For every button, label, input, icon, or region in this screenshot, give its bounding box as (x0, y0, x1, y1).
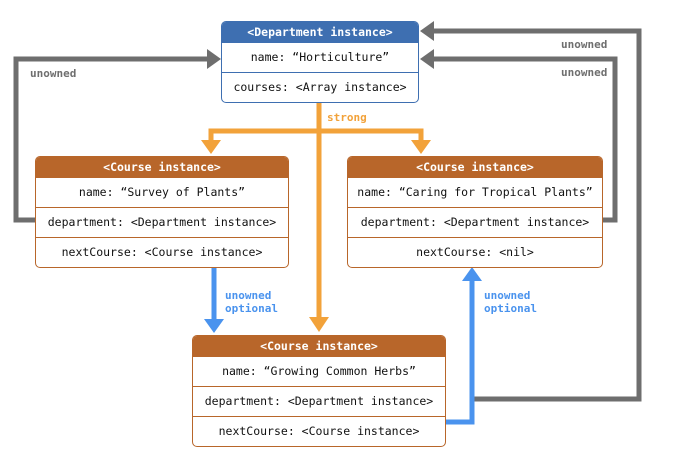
course-bottom-department-row: department: <Department instance> (193, 386, 445, 416)
course-bottom-header: <Course instance> (193, 336, 445, 357)
unowned-label-right: unowned (561, 66, 608, 79)
unowned-optional-arrowhead-up (462, 267, 482, 281)
course-bottom-nextcourse-row: nextCourse: <Course instance> (193, 416, 445, 446)
unowned-optional-arrow-bottom-to-right (446, 280, 475, 425)
unowned-optional-label-left-line2: optional (225, 302, 278, 315)
unowned-arrow-left-course-to-department (13, 56, 208, 223)
strong-arrowhead-left (201, 140, 221, 154)
strong-arrowhead-bottom (309, 317, 329, 332)
department-instance-box: <Department instance> name: “Horticultur… (221, 21, 419, 103)
unowned-arrowhead-top (420, 21, 434, 41)
strong-arrow-to-left-course (208, 128, 319, 141)
course-left-nextcourse-row: nextCourse: <Course instance> (36, 237, 288, 267)
unowned-optional-label-right-line2: optional (484, 302, 537, 315)
course-left-header: <Course instance> (36, 157, 288, 178)
unowned-optional-label-right: unowned optional (484, 289, 537, 315)
course-left-department-row: department: <Department instance> (36, 207, 288, 237)
strong-arrow-to-right-course (319, 128, 424, 141)
department-instance-header: <Department instance> (222, 22, 418, 43)
department-name-row: name: “Horticulture” (250, 50, 390, 64)
department-courses-row: courses: <Array instance> (222, 72, 418, 102)
course-instance-bottom-box: <Course instance> name: “Growing Common … (192, 335, 446, 447)
unowned-optional-arrowhead-down (204, 319, 224, 333)
course-right-name-row: name: “Caring for Tropical Plants” (357, 185, 593, 199)
course-instance-left-box: <Course instance> name: “Survey of Plant… (35, 156, 289, 268)
unowned-arrowhead-right (420, 49, 434, 69)
strong-arrowhead-right (411, 140, 431, 154)
unowned-arrow-right-course-to-department (433, 56, 618, 223)
unowned-optional-label-left: unowned optional (225, 289, 278, 315)
course-instance-right-box: <Course instance> name: “Caring for Trop… (347, 156, 603, 268)
course-bottom-name-row: name: “Growing Common Herbs” (222, 364, 416, 378)
unowned-label-top-right: unowned (561, 38, 608, 51)
unowned-label-left: unowned (30, 67, 77, 80)
strong-label: strong (327, 111, 367, 124)
course-right-header: <Course instance> (348, 157, 602, 178)
unowned-optional-label-left-line1: unowned (225, 289, 272, 302)
unowned-arrowhead-left (207, 49, 221, 69)
unowned-arrow-bottom-course-to-department (433, 28, 642, 402)
unowned-optional-label-right-line1: unowned (484, 289, 531, 302)
course-left-name-row: name: “Survey of Plants” (78, 185, 246, 199)
course-right-nextcourse-row: nextCourse: <nil> (348, 237, 602, 267)
course-right-department-row: department: <Department instance> (348, 207, 602, 237)
